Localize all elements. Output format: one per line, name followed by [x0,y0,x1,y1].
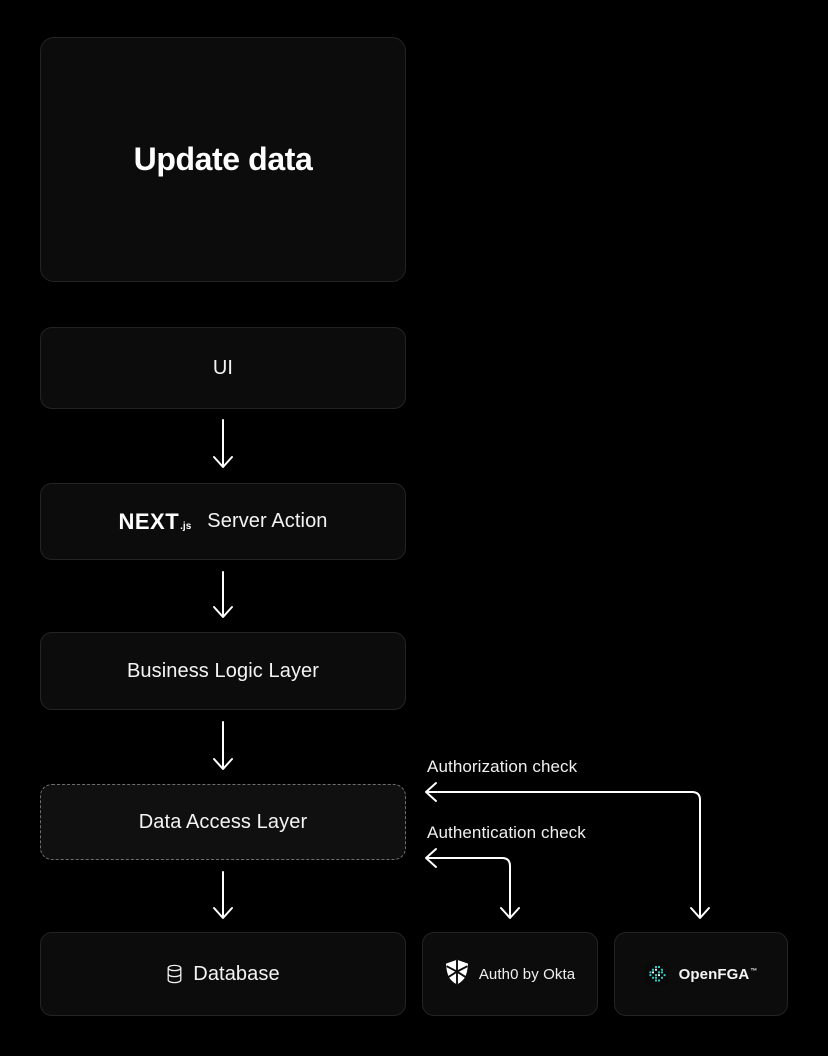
node-openfga-label: OpenFGA [678,965,750,983]
openfga-logo-icon [644,962,669,986]
arrow-server-action-to-business-logic [213,571,233,618]
node-ui-label: UI [212,356,234,379]
node-data-access-layer-label: Data Access Layer [138,810,308,833]
node-database[interactable]: Database [40,932,406,1016]
node-business-logic-layer-label: Business Logic Layer [126,659,320,682]
arrow-authentication-check [425,848,520,919]
node-server-action[interactable]: NEXT .js Server Action [40,483,406,560]
arrow-data-access-to-database [213,871,233,919]
arrow-ui-to-server-action [213,419,233,468]
node-auth0-label: Auth0 by Okta [478,965,576,983]
nextjs-logo-suffix: .js [180,520,192,532]
node-ui[interactable]: UI [40,327,406,409]
node-server-action-label: Server Action [207,510,328,532]
nextjs-logo-word: NEXT [118,508,180,534]
arrow-business-logic-to-data-access [213,721,233,770]
arrow-authorization-check [425,782,710,919]
nextjs-logo: NEXT .js [118,508,192,534]
page-title: Update data [133,141,313,177]
node-data-access-layer[interactable]: Data Access Layer [40,784,406,860]
node-openfga[interactable]: OpenFGA™ [614,932,788,1016]
node-database-label: Database [193,962,280,985]
node-business-logic-layer[interactable]: Business Logic Layer [40,632,406,710]
node-openfga-label-wrap: OpenFGA™ [679,966,758,983]
node-auth0[interactable]: Auth0 by Okta [422,932,598,1016]
edge-label-authentication-check: Authentication check [427,823,586,842]
auth0-shield-icon [445,959,469,990]
hero-card: Update data [40,37,406,282]
database-icon [166,964,183,984]
trademark-symbol: ™ [750,967,758,975]
edge-label-authorization-check: Authorization check [427,757,578,776]
